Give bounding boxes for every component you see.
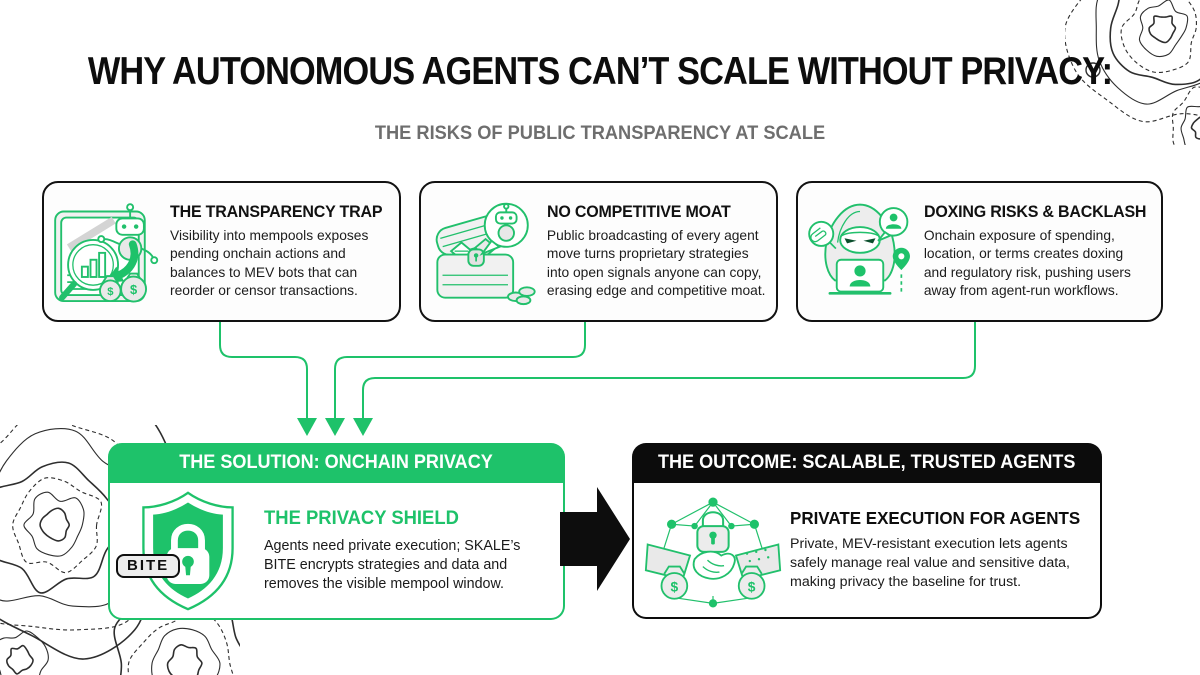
risk-card-title: DOXING RISKS & BACKLASH — [923, 203, 1147, 222]
arrowhead-icon — [297, 418, 317, 436]
risk-card-body: Public broadcasting of every agent move … — [546, 228, 766, 298]
outcome-header-label: THE OUTCOME: SCALABLE, TRUSTED AGENTS — [658, 452, 1076, 473]
flow-line — [334, 322, 586, 419]
dollar-sign: $ — [130, 281, 137, 296]
transform-arrow-icon — [560, 487, 630, 591]
hooded-hacker-icon — [808, 203, 910, 295]
dollar-sign: $ — [671, 579, 679, 594]
outcome-header: THE OUTCOME: SCALABLE, TRUSTED AGENTS — [632, 443, 1102, 483]
risk-cards-row: $ $ THE TRANSPARENCY TRAP Visibility int… — [42, 181, 1164, 322]
risk-card-transparency-trap: $ $ THE TRANSPARENCY TRAP Visibility int… — [42, 181, 401, 322]
outcome-box: THE OUTCOME: SCALABLE, TRUSTED AGENTS — [632, 443, 1102, 619]
shield-lock-icon — [142, 490, 234, 610]
flow-line — [362, 322, 976, 419]
outcome-title: PRIVATE EXECUTION FOR AGENTS — [790, 508, 1081, 529]
arrowhead-icon — [353, 418, 373, 436]
solution-header: THE SOLUTION: ONCHAIN PRIVACY — [108, 443, 565, 483]
risk-card-title: THE TRANSPARENCY TRAP — [170, 203, 383, 222]
handshake-network-icon: $ $ — [644, 497, 782, 608]
risk-card-title: NO COMPETITIVE MOAT — [546, 203, 731, 222]
risk-card-body: Onchain exposure of spending, location, … — [923, 228, 1131, 298]
arrowhead-icon — [325, 418, 345, 436]
risk-card-doxing: DOXING RISKS & BACKLASH Onchain exposure… — [795, 181, 1164, 322]
solution-title: THE PRIVACY SHIELD — [264, 507, 459, 529]
page-subtitle: THE RISKS OF PUBLIC TRANSPARENCY AT SCAL… — [374, 123, 826, 144]
outcome-description: Private, MEV-resistant execution lets ag… — [790, 536, 1070, 590]
flow-line — [219, 322, 308, 419]
solution-body-panel: BITE THE PRIVACY SHIELD Agents need priv… — [108, 483, 565, 620]
treasure-chest-robot-icon — [435, 202, 536, 305]
shield-wrap: BITE — [116, 488, 252, 614]
risk-card-body: Visibility into mempools exposes pending… — [170, 228, 369, 298]
outcome-body-panel: $ $ PRIVATE EXECUTION FOR AGENTS Private… — [632, 483, 1102, 619]
mempool-magnifier-robot-icon: $ $ — [54, 202, 159, 302]
bite-badge: BITE — [116, 553, 181, 578]
page-title: WHY AUTONOMOUS AGENTS CAN’T SCALE WITHOU… — [87, 50, 1113, 93]
dollar-sign: $ — [107, 286, 114, 298]
solution-description: Agents need private execution; SKALE’s B… — [264, 537, 521, 592]
solution-header-label: THE SOLUTION: ONCHAIN PRIVACY — [179, 452, 494, 473]
risk-card-no-moat: NO COMPETITIVE MOAT Public broadcasting … — [418, 181, 778, 322]
solution-box: THE SOLUTION: ONCHAIN PRIVACY BITE THE P… — [108, 443, 565, 620]
dollar-sign: $ — [748, 579, 756, 594]
